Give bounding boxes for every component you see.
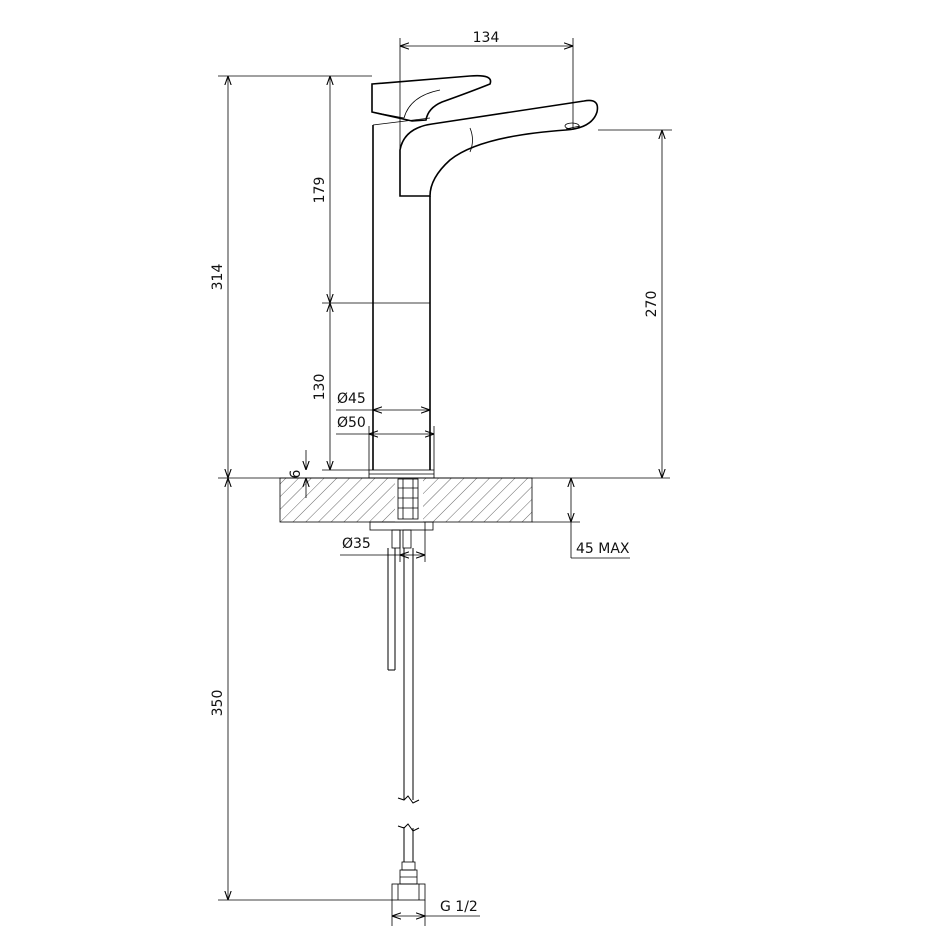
dimension-labels: 134 314 179 130 6 270 Ø45 Ø50 Ø35 45 MAX… [210,30,660,915]
shank-diameter-label: Ø35 [342,536,371,552]
body-diameter-label: Ø45 [337,391,366,407]
max-deck-thickness-label: 45 MAX [576,541,630,557]
upper-height-label: 179 [312,177,328,204]
lower-height-label: 130 [312,374,328,401]
faucet-body [368,117,435,479]
lever-handle [371,74,492,122]
spout-outlet-height-label: 270 [644,291,660,318]
spout-reach-label: 134 [473,30,500,46]
base-diameter-label: Ø50 [337,415,366,431]
spout [399,99,599,197]
connection-thread-label: G 1/2 [440,899,478,915]
supply-hoses [387,548,426,901]
countertop-section [279,477,533,523]
total-height-label: 314 [210,264,226,291]
dimension-lines [218,38,672,926]
base-thickness-label: 6 [288,469,304,478]
mounting-shank [369,478,434,549]
hose-length-label: 350 [210,690,226,717]
